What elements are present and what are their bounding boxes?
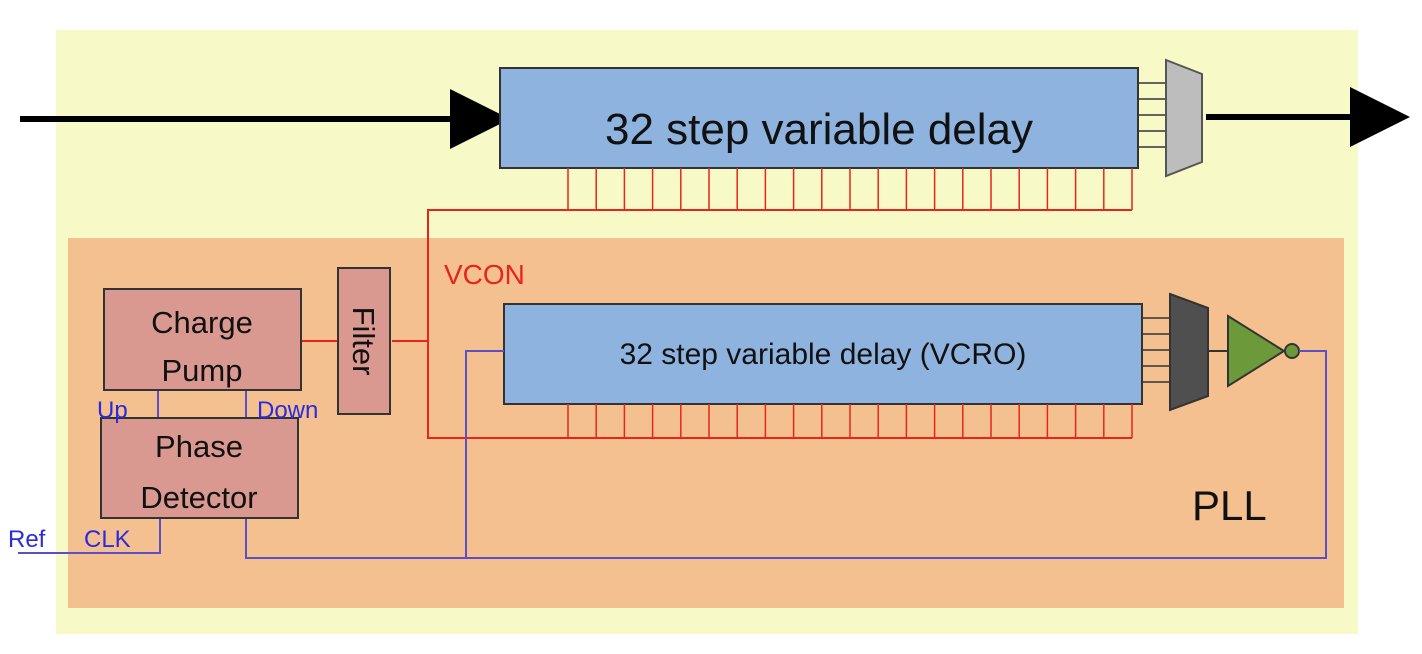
inverter-icon	[1227, 314, 1286, 388]
delay-taps-top	[1138, 82, 1166, 148]
up-label: Up	[97, 397, 128, 424]
filter-box	[337, 267, 391, 415]
charge-pump-box	[103, 288, 302, 391]
phase-detector-label-1: Phase	[155, 429, 243, 464]
vcro-box	[503, 303, 1143, 405]
vcro-taps	[1142, 317, 1170, 383]
inverter-bubble-icon	[1284, 343, 1300, 359]
phase-detector-label-2: Detector	[140, 480, 257, 515]
charge-pump-label-2: Pump	[162, 353, 243, 388]
clk-label: CLK	[84, 526, 131, 553]
pll-label: PLL	[1192, 482, 1267, 529]
charge-pump-label-1: Charge	[151, 305, 253, 340]
vcon-label: VCON	[444, 259, 525, 290]
ref-label: Ref	[8, 526, 46, 553]
filter-label: Filter	[346, 307, 381, 376]
down-label: Down	[257, 397, 318, 424]
delay-line-box	[499, 67, 1139, 169]
delay-line-label: 32 step variable delay	[605, 105, 1033, 154]
vcon-comb-top	[567, 168, 1133, 210]
clock-feedback-wire	[18, 350, 1327, 559]
vcro-multiplexer-icon	[1169, 292, 1209, 412]
vcon-wire	[301, 209, 1132, 439]
vcro-label: 32 step variable delay (VCRO)	[620, 338, 1027, 371]
vcon-comb-bottom	[567, 404, 1133, 438]
multiplexer-icon	[1165, 58, 1203, 178]
phase-detector-box	[100, 417, 299, 519]
